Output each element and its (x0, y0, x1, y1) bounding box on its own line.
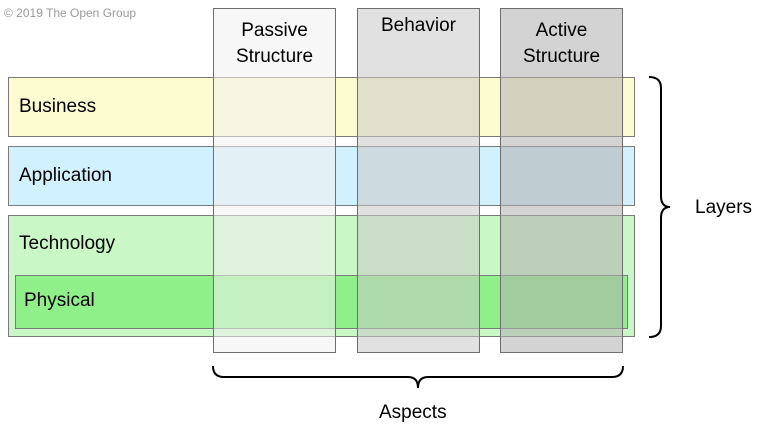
business-layer-label: Business (19, 96, 97, 117)
behavior-column: Behavior (357, 8, 480, 353)
active-structure-header: Active Structure (522, 20, 601, 67)
technology-layer-label: Technology (19, 233, 116, 254)
copyright-notice: © 2019 The Open Group (4, 6, 137, 20)
physical-layer-label: Physical (24, 290, 95, 311)
passive-structure-column: Passive Structure (213, 8, 336, 353)
passive-structure-header: Passive Structure (235, 20, 314, 67)
layers-label: Layers (695, 197, 753, 218)
active-structure-column: Active Structure (500, 8, 623, 353)
aspects-label: Aspects (379, 402, 447, 423)
behavior-header-text: Behavior (381, 15, 456, 36)
application-layer-label: Application (19, 165, 112, 186)
behavior-header: Behavior (358, 9, 479, 79)
layers-brace (648, 76, 671, 338)
aspects-brace (212, 365, 624, 389)
